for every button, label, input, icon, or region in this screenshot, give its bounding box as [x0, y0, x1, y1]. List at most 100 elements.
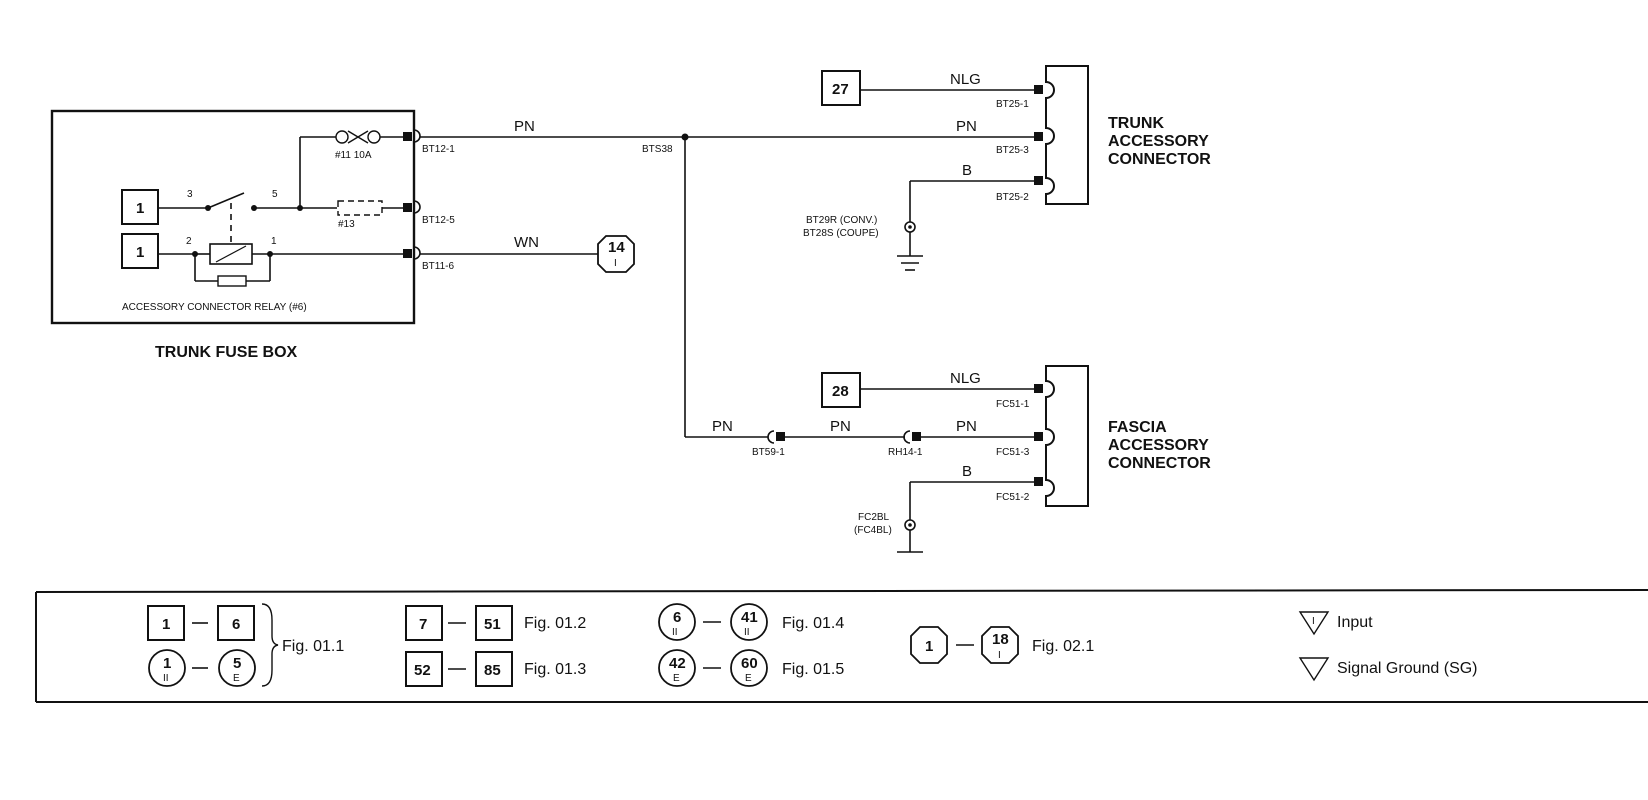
legend-fig-01-2: Fig. 01.2: [524, 615, 586, 632]
ref-14-sub: I: [614, 258, 617, 269]
wire-pn-bottom-a: PN: [712, 418, 733, 435]
legend-circle-5: [218, 649, 256, 687]
box-27: [821, 70, 861, 106]
ref-14-number: 14: [608, 239, 625, 256]
legend-circle-60-num: 60: [741, 655, 758, 672]
splice-bts38: BTS38: [642, 144, 673, 155]
legend-box-85-label: 85: [484, 662, 501, 679]
legend-box-51-label: 51: [484, 616, 501, 633]
wire-pn-main: PN: [514, 118, 535, 135]
input-triangle-glyph: I: [1312, 616, 1315, 627]
legend-circle-1: [148, 649, 186, 687]
pin-5-label: 5: [272, 189, 278, 200]
signal-ground-triangle-icon: [1298, 657, 1330, 682]
wire-b-top: B: [962, 162, 972, 179]
legend-fig-01-1: Fig. 01.1: [282, 638, 344, 655]
legend-circle-6-num: 6: [673, 609, 681, 626]
pin-3-label: 3: [187, 189, 193, 200]
ref-14-octagon: [597, 235, 635, 273]
input-triangle-icon: [1298, 611, 1330, 636]
input-box-a: [121, 189, 159, 225]
legend-circle-41: [730, 603, 768, 641]
fascia-accessory-connector: 28 NLG PN BT59-1 PN RH14-1 PN B FC2BL (F…: [712, 365, 1211, 553]
legend-circle-60-sub: E: [745, 673, 752, 684]
fascia-title-1: FASCIA: [1108, 419, 1167, 436]
fuse-box-title: TRUNK FUSE BOX: [155, 344, 298, 361]
legend-fig-02-1: Fig. 02.1: [1032, 638, 1094, 655]
legend-box-6: [217, 605, 255, 641]
pin-fc51-3: FC51-3: [996, 447, 1030, 458]
legend-octagon-18-sub: I: [998, 650, 1001, 661]
legend-octagon-1: [910, 626, 948, 664]
wire-pn-bottom-b: PN: [830, 418, 851, 435]
pin-2-label: 2: [186, 236, 192, 247]
input-box-b-label: 1: [136, 244, 144, 261]
wire-pn-bottom-c: PN: [956, 418, 977, 435]
fuse-11-label: #11 10A: [335, 150, 372, 161]
legend-fig-01-5: Fig. 01.5: [782, 661, 844, 678]
wire-b-bottom: B: [962, 463, 972, 480]
ground-bt29r: BT29R (CONV.): [806, 215, 877, 226]
terminal-bt12-1: BT12-1: [422, 144, 455, 155]
wire-wn: WN: [514, 234, 539, 251]
legend-box-1: [147, 605, 185, 641]
pin-1-label: 1: [271, 236, 277, 247]
legend-box-7: [405, 605, 443, 641]
legend-box-52: [405, 651, 443, 687]
legend-fig-01-4: Fig. 01.4: [782, 615, 844, 632]
legend-octagon-1-num: 1: [925, 638, 933, 655]
legend-box-85: [475, 651, 513, 687]
trunk-title-2: ACCESSORY: [1108, 133, 1209, 150]
legend-octagon-18: [981, 626, 1019, 664]
pin-bt25-2: BT25-2: [996, 192, 1029, 203]
legend-circle-1-sub: II: [163, 673, 169, 684]
terminal-bt11-6: BT11-6: [422, 261, 454, 272]
fuse-13-symbol: [337, 200, 383, 216]
legend-box-52-label: 52: [414, 662, 431, 679]
legend-circle-42-num: 42: [669, 655, 686, 672]
main-wires: PN BTS38 WN 14 I: [420, 118, 1038, 438]
fascia-connector-housing: [1045, 365, 1089, 507]
legend-box-6-label: 6: [232, 616, 240, 633]
wire-pn-top: PN: [956, 118, 977, 135]
legend-signal-ground-label: Signal Ground (SG): [1337, 660, 1478, 677]
input-box-a-label: 1: [136, 200, 144, 217]
box-27-label: 27: [832, 81, 849, 98]
ground-fc2bl: FC2BL: [858, 512, 890, 523]
legend-circle-41-sub: II: [744, 627, 750, 638]
fuse-13-label: #13: [338, 219, 355, 230]
inline-bt59-1: BT59-1: [752, 447, 785, 458]
legend-box-7-label: 7: [419, 616, 427, 633]
relay-label: ACCESSORY CONNECTOR RELAY (#6): [122, 302, 307, 313]
wire-nlg-bottom: NLG: [950, 370, 981, 387]
legend-circle-60: [730, 649, 768, 687]
legend-circle-5-num: 5: [233, 655, 241, 672]
trunk-title-3: CONNECTOR: [1108, 151, 1211, 168]
input-box-b: [121, 233, 159, 269]
legend-fig-01-3: Fig. 01.3: [524, 661, 586, 678]
box-28-label: 28: [832, 383, 849, 400]
fuse-11-symbol: [335, 130, 381, 144]
legend-panel: 1 6 1 II 5 E Fig. 01.1 7 51 Fig. 01.2 52…: [35, 589, 1648, 703]
trunk-fuse-box: TRUNK FUSE BOX ACCESSORY CONNECTOR RELAY…: [50, 109, 455, 361]
pin-bt25-1: BT25-1: [996, 99, 1029, 110]
ground-bt28s: BT28S (COUPE): [803, 228, 879, 239]
ground-fc4bl: (FC4BL): [854, 525, 892, 536]
legend-circle-6: [658, 603, 696, 641]
fascia-title-3: CONNECTOR: [1108, 455, 1211, 472]
legend-circle-5-sub: E: [233, 673, 240, 684]
legend-circle-41-num: 41: [741, 609, 758, 626]
inline-rh14-1: RH14-1: [888, 447, 923, 458]
legend-box-51: [475, 605, 513, 641]
box-28: [821, 372, 861, 408]
wire-nlg-top: NLG: [950, 71, 981, 88]
legend-circle-1-num: 1: [163, 655, 171, 672]
fascia-title-2: ACCESSORY: [1108, 437, 1209, 454]
legend-circle-42-sub: E: [673, 673, 680, 684]
legend-circle-42: [658, 649, 696, 687]
legend-input-label: Input: [1337, 614, 1373, 631]
trunk-title-1: TRUNK: [1108, 115, 1164, 132]
relay-diode-resistor: [217, 275, 247, 287]
pin-bt25-3: BT25-3: [996, 145, 1029, 156]
